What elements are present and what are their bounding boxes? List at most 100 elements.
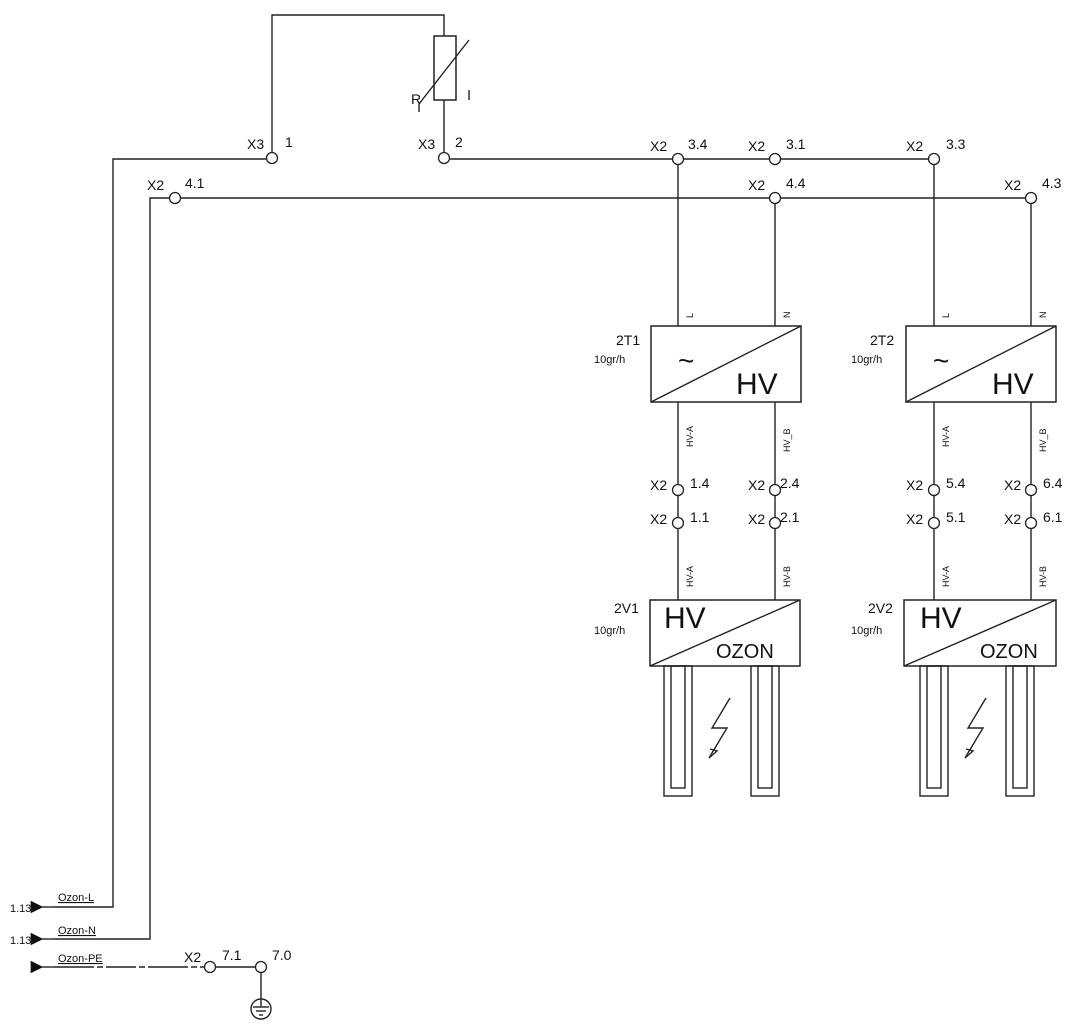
ozone-generator-2v2-rating: 10gr/h [851, 625, 882, 637]
terminal-strip-label: X2 [1004, 477, 1021, 493]
terminal-strip-label: X2 [748, 138, 765, 154]
lightning-arrowhead [708, 748, 719, 759]
lightning-icon [708, 697, 731, 759]
transformer-2t1-id: 2T1 [616, 332, 640, 348]
terminal-number: 2 [455, 134, 463, 150]
electrode-tube-left-inner [926, 665, 942, 789]
terminal-x2-6-4 [1024, 483, 1038, 497]
transformer-2t2: ~ HV 2T2 10gr/h L N HV-A HV_B [851, 312, 1057, 452]
transformer-2t1: ~ HV 2T1 10gr/h L N HV-A HV_B [594, 312, 802, 452]
terminal-x2-5-4 [927, 483, 941, 497]
terminal-number: 1.4 [690, 475, 710, 491]
hv-input-label: HV [664, 602, 706, 635]
hv-output-label: HV [992, 368, 1034, 401]
output-signal-ozon-l: Ozon-L [58, 892, 94, 904]
terminal-x2-4-3 [1024, 191, 1038, 205]
resistor-body [433, 35, 457, 101]
terminal-x2-4-1 [168, 191, 182, 205]
wire-ozon-l [54, 158, 266, 908]
terminal-x2-2-1 [768, 516, 782, 530]
resistor-varistor-slash [418, 39, 470, 112]
terminal-strip-label: X2 [650, 477, 667, 493]
pin-label-hv-a: HV-A [685, 566, 695, 587]
pin-label-hv-b: HV_B [1038, 428, 1048, 452]
transformer-2t2-id: 2T2 [870, 332, 894, 348]
electrode-tube-right-inner [757, 665, 773, 789]
terminal-number: 4.3 [1042, 175, 1062, 191]
wires [54, 14, 1032, 1003]
wire-ozon-n [54, 197, 169, 940]
terminal-x3-2 [437, 151, 451, 165]
terminal-number: 5.4 [946, 475, 966, 491]
terminal-strip-label: X2 [650, 138, 667, 154]
terminal-strip-label: X2 [748, 477, 765, 493]
terminal-x2-4-4 [768, 191, 782, 205]
electrode-tube-right [1005, 665, 1035, 797]
pin-label-l: L [941, 313, 951, 318]
pin-label-hv-a: HV-A [941, 566, 951, 587]
terminal-number: 3.1 [786, 136, 806, 152]
ac-symbol: ~ [933, 345, 949, 376]
outputs: 1.13 Ozon-L 1.13 Ozon-N Ozon-PE [10, 892, 103, 974]
electrode-tube-left [663, 665, 693, 797]
terminal-strip-label: X2 [906, 511, 923, 527]
electrode-tube-right [750, 665, 780, 797]
terminal-x2-5-1 [927, 516, 941, 530]
pin-label-hv-b: HV-B [1038, 566, 1048, 587]
output-ref-ozon-l: 1.13 [10, 903, 31, 915]
electrode-tube-left-inner [670, 665, 686, 789]
ozone-generator-2v2: HV OZON 2V2 10gr/h [851, 599, 1057, 797]
terminal-number: 3.4 [688, 136, 708, 152]
terminal-x2-2-4 [768, 483, 782, 497]
terminals: X3 1 X3 2 X2 4.1 X2 3.4 X2 3.1 X2 3.3 X2… [147, 134, 1063, 974]
electrode-tube-right-inner [1012, 665, 1028, 789]
wire-x31-to-resistor [271, 14, 445, 152]
terminal-strip-label: X2 [748, 177, 765, 193]
terminal-number: 6.1 [1043, 509, 1063, 525]
terminal-x2-1-1 [671, 516, 685, 530]
output-signal-ozon-pe: Ozon-PE [58, 953, 103, 965]
terminal-number: 3.3 [946, 136, 966, 152]
terminal-number: 4.4 [786, 175, 806, 191]
transformer-2t2-diagonal [905, 325, 1057, 403]
ozone-generator-2v2-diagonal [903, 599, 1057, 667]
hv-output-label: HV [736, 368, 778, 401]
terminal-strip-label: X2 [1004, 511, 1021, 527]
terminal-number: 5.1 [946, 509, 966, 525]
pin-label-l: L [685, 313, 695, 318]
terminal-number: 2.1 [780, 509, 800, 525]
terminal-x2-3-1 [768, 152, 782, 166]
terminal-number: 7.0 [272, 947, 292, 963]
terminal-strip-label: X2 [147, 177, 164, 193]
ozone-generator-2v2-id: 2V2 [868, 600, 893, 616]
terminal-x3-1 [265, 151, 279, 165]
pin-label-hv-a: HV-A [685, 426, 695, 447]
ground-icon [250, 998, 272, 1020]
terminal-x2-6-1 [1024, 516, 1038, 530]
terminal-strip-label: X2 [184, 949, 201, 965]
ozon-output-label: OZON [716, 641, 774, 663]
ozone-generator-2v1-diagonal [649, 599, 801, 667]
transformer-2t2-rating: 10gr/h [851, 354, 882, 366]
terminal-number: 4.1 [185, 175, 205, 191]
terminal-x2-3-4 [671, 152, 685, 166]
ozon-output-label: OZON [980, 641, 1038, 663]
ozone-generator-2v1-rating: 10gr/h [594, 625, 625, 637]
terminal-strip-label: X2 [748, 511, 765, 527]
terminal-strip-label: X2 [1004, 177, 1021, 193]
terminal-number: 1 [285, 134, 293, 150]
terminal-number: 7.1 [222, 947, 242, 963]
resistor-r: R [411, 35, 470, 112]
lightning-icon [964, 697, 987, 759]
transformer-2t1-diagonal [650, 325, 802, 403]
pin-label-hv-b: HV-B [782, 566, 792, 587]
ozone-generator-2v1-id: 2V1 [614, 600, 639, 616]
ac-symbol: ~ [678, 345, 694, 376]
pin-label-hv-b: HV_B [782, 428, 792, 452]
ground-circle [250, 998, 272, 1020]
terminal-strip-label: X2 [906, 138, 923, 154]
transformer-2t1-rating: 10gr/h [594, 354, 625, 366]
terminal-x2-3-3 [927, 152, 941, 166]
terminal-number: 2.4 [780, 475, 800, 491]
